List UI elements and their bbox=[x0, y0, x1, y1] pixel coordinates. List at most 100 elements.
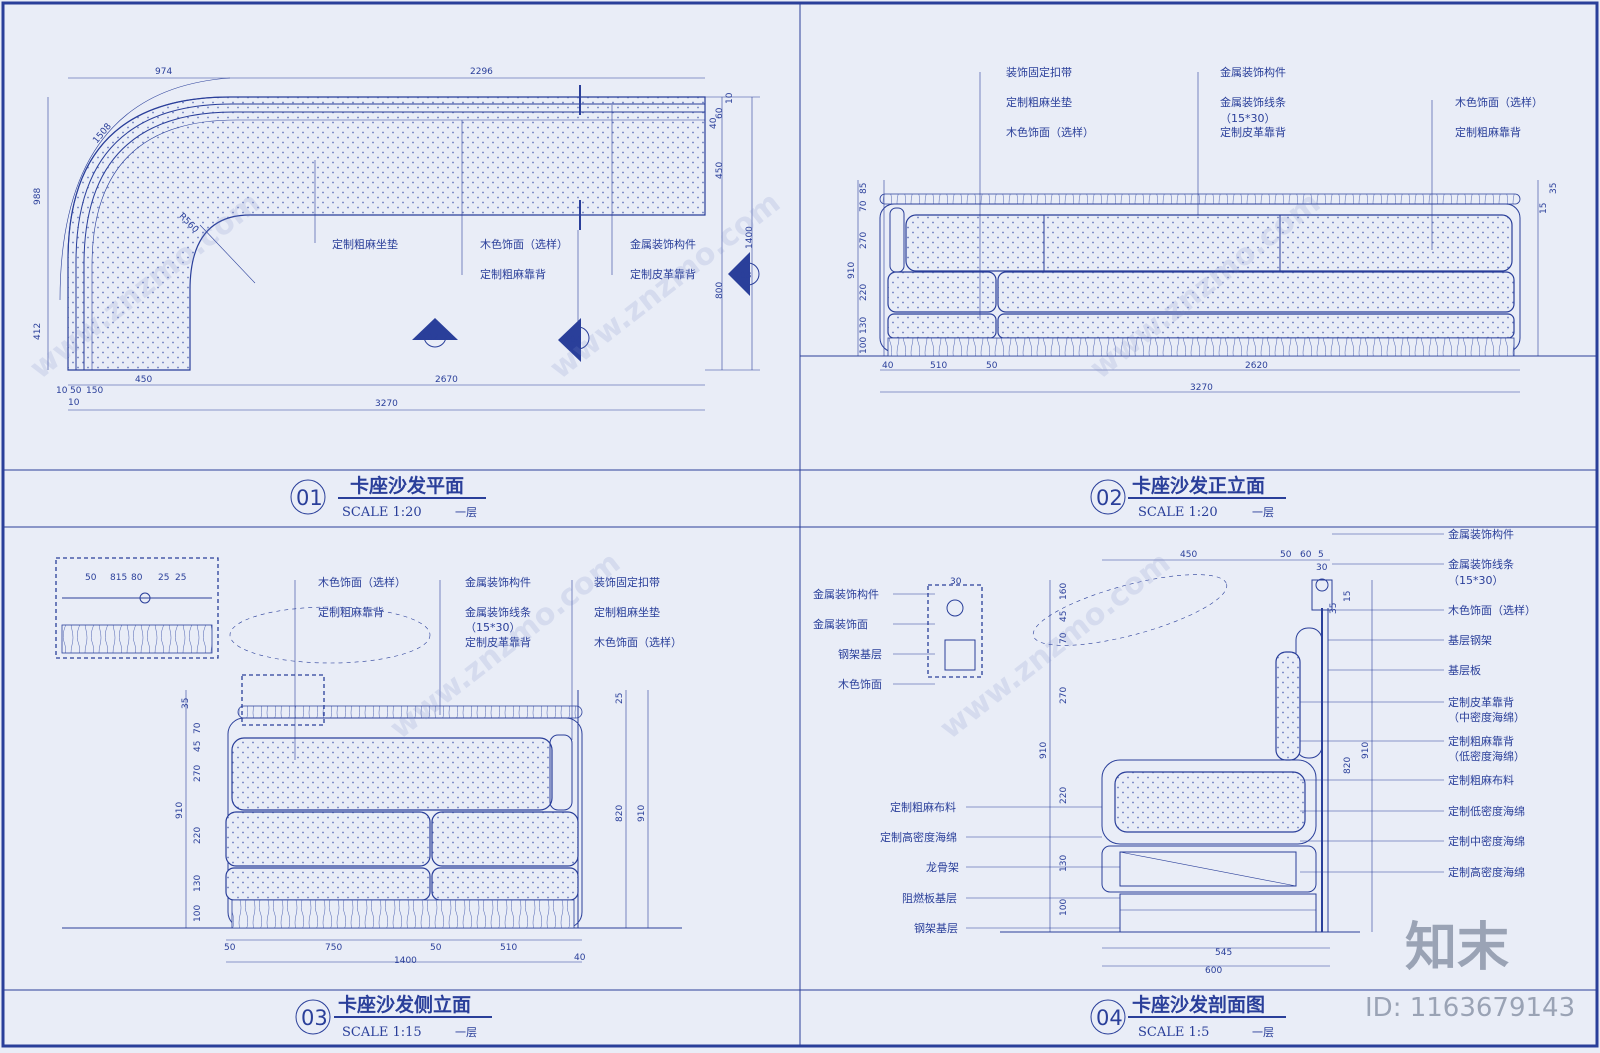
plan-dim-988: 988 bbox=[33, 188, 43, 205]
section-metal-knob bbox=[1315, 578, 1329, 592]
plan-dim-450: 450 bbox=[135, 375, 152, 385]
side-label-metal: 金属装饰构件 bbox=[465, 575, 531, 589]
side-label-seat: 定制粗麻坐垫 bbox=[594, 605, 660, 619]
plan-dim-412: 412 bbox=[33, 323, 43, 340]
section-dim-450: 450 bbox=[1180, 550, 1197, 560]
front-plinth bbox=[887, 337, 1515, 357]
side-end-panel bbox=[549, 734, 573, 811]
plan-dim-10b: 10 bbox=[68, 398, 80, 408]
section-left-keel: 龙骨架 bbox=[926, 861, 959, 874]
title-block-04: 04 卡座沙发剖面图 SCALE 1:5 一层 bbox=[1090, 993, 1286, 1040]
section-right-frame: 基层钢架 bbox=[1448, 634, 1492, 647]
front-dim-35: 35 bbox=[1549, 183, 1559, 194]
title-03-floor: 一层 bbox=[455, 1026, 477, 1039]
front-dim-510: 510 bbox=[930, 361, 947, 371]
front-label-wood2: 木色饰面（选样） bbox=[1455, 95, 1543, 109]
side-label-leather: 定制皮革靠背 bbox=[465, 635, 531, 649]
title-01-scale: SCALE 1:20 bbox=[342, 505, 422, 520]
front-dim-3270: 3270 bbox=[1190, 383, 1213, 393]
front-label-strip: 金属装饰线条 bbox=[1220, 95, 1286, 109]
side-detail-80: 80 bbox=[131, 573, 143, 583]
section-left-fabric: 定制粗麻布料 bbox=[890, 800, 956, 814]
title-block-02: 02 卡座沙发正立面 SCALE 1:20 一层 bbox=[1090, 474, 1286, 520]
section-right-leather-sub: （中密度海绵） bbox=[1448, 710, 1525, 724]
side-plinth bbox=[231, 899, 575, 929]
plan-radius-line bbox=[199, 224, 256, 284]
section-keel-frame bbox=[1119, 851, 1297, 887]
side-dim-910r: 910 bbox=[637, 805, 647, 822]
front-seat-left bbox=[887, 271, 997, 313]
side-dim-220: 220 bbox=[193, 827, 203, 844]
front-dim-270: 270 bbox=[859, 232, 869, 249]
title-04-scale: SCALE 1:5 bbox=[1138, 1025, 1209, 1040]
front-dim-910: 910 bbox=[847, 262, 857, 279]
section-dim-100: 100 bbox=[1059, 899, 1069, 916]
section-right-leather: 定制皮革靠背 bbox=[1448, 695, 1514, 709]
plan-dim-2296: 2296 bbox=[470, 67, 493, 77]
section-dim-35: 35 bbox=[1329, 603, 1339, 614]
plan-label-metal: 金属装饰构件 bbox=[630, 237, 696, 251]
plan-dim-50: 50 bbox=[70, 386, 82, 396]
front-label-wood: 木色饰面（选样） bbox=[1006, 125, 1094, 139]
front-base-main bbox=[997, 313, 1515, 339]
title-02-number: 02 bbox=[1096, 486, 1123, 510]
plan-dim-800: 800 bbox=[715, 282, 725, 299]
side-label-wood2: 木色饰面（选样） bbox=[594, 635, 682, 649]
section-left-metal: 金属装饰构件 bbox=[813, 587, 879, 601]
title-04-number: 04 bbox=[1096, 1006, 1123, 1030]
section-dim-70: 70 bbox=[1059, 632, 1069, 644]
plan-label-leather: 定制皮革靠背 bbox=[630, 267, 696, 281]
side-label-strip: 金属装饰线条 bbox=[465, 605, 531, 619]
title-03-text: 卡座沙发侧立面 bbox=[338, 993, 471, 1016]
section-detail-30: 30 bbox=[950, 577, 962, 587]
side-seat-left bbox=[225, 811, 431, 867]
section-dim-60: 60 bbox=[1300, 550, 1312, 560]
side-detail-25a: 25 bbox=[158, 573, 169, 583]
section-left-wood: 木色饰面 bbox=[838, 677, 882, 691]
section-right-hd: 定制高密度海绵 bbox=[1448, 865, 1525, 879]
section-dim-160: 160 bbox=[1059, 583, 1069, 600]
plan-dim-450v: 450 bbox=[715, 162, 725, 179]
section-dim-820: 820 bbox=[1343, 757, 1353, 774]
side-label-strip-size: （15*30） bbox=[465, 621, 521, 634]
plan-marker-02-label: 02 bbox=[427, 333, 438, 343]
side-dim-510: 510 bbox=[500, 943, 517, 953]
side-detail-ellipse bbox=[229, 606, 431, 664]
title-block-01: 01 卡座沙发平面 SCALE 1:20 一层 bbox=[290, 474, 486, 520]
section-detail-knob bbox=[946, 599, 964, 617]
front-label-clip: 装饰固定扣带 bbox=[1006, 65, 1072, 79]
plan-dim-1400: 1400 bbox=[745, 226, 755, 249]
side-label-wood: 木色饰面（选样） bbox=[318, 575, 406, 589]
section-dim-545: 545 bbox=[1215, 948, 1232, 958]
section-dim-600: 600 bbox=[1205, 966, 1222, 976]
title-04-floor: 一层 bbox=[1252, 1026, 1274, 1039]
section-dim-910r: 910 bbox=[1361, 742, 1371, 759]
side-dim-40: 40 bbox=[574, 953, 586, 963]
side-detail-callout-box bbox=[241, 674, 325, 726]
section-detail-box bbox=[927, 584, 983, 678]
side-detail-50: 50 bbox=[85, 573, 97, 583]
side-base-right bbox=[431, 867, 579, 901]
title-01-floor: 一层 bbox=[455, 506, 477, 519]
side-dim-820: 820 bbox=[615, 805, 625, 822]
front-label-strip-size: （15*30） bbox=[1220, 112, 1276, 125]
side-dim-1400: 1400 bbox=[394, 956, 417, 966]
plan-marker-04: 04 bbox=[558, 318, 590, 362]
front-dim-40: 40 bbox=[882, 361, 894, 371]
section-right-strip-size: （15*30） bbox=[1448, 574, 1504, 587]
front-dim-50: 50 bbox=[986, 361, 998, 371]
front-dim-85: 85 bbox=[859, 183, 869, 194]
plan-dim-10a: 10 bbox=[56, 386, 68, 396]
watermark-site-5: www.znzmo.com bbox=[933, 545, 1177, 746]
plan-view: 974 2296 3270 2670 450 10 50 150 10 988 … bbox=[33, 67, 760, 411]
plan-back-inner bbox=[83, 111, 705, 370]
side-detail-25b: 25 bbox=[175, 573, 186, 583]
plan-dim-60: 60 bbox=[715, 107, 725, 119]
section-detail-block bbox=[944, 639, 976, 671]
front-dim-2620: 2620 bbox=[1245, 361, 1268, 371]
side-dim-50a: 50 bbox=[224, 943, 236, 953]
side-detail-inset bbox=[55, 557, 219, 659]
section-right-strip: 金属装饰线条 bbox=[1448, 557, 1514, 571]
plan-dim-2670: 2670 bbox=[435, 375, 458, 385]
